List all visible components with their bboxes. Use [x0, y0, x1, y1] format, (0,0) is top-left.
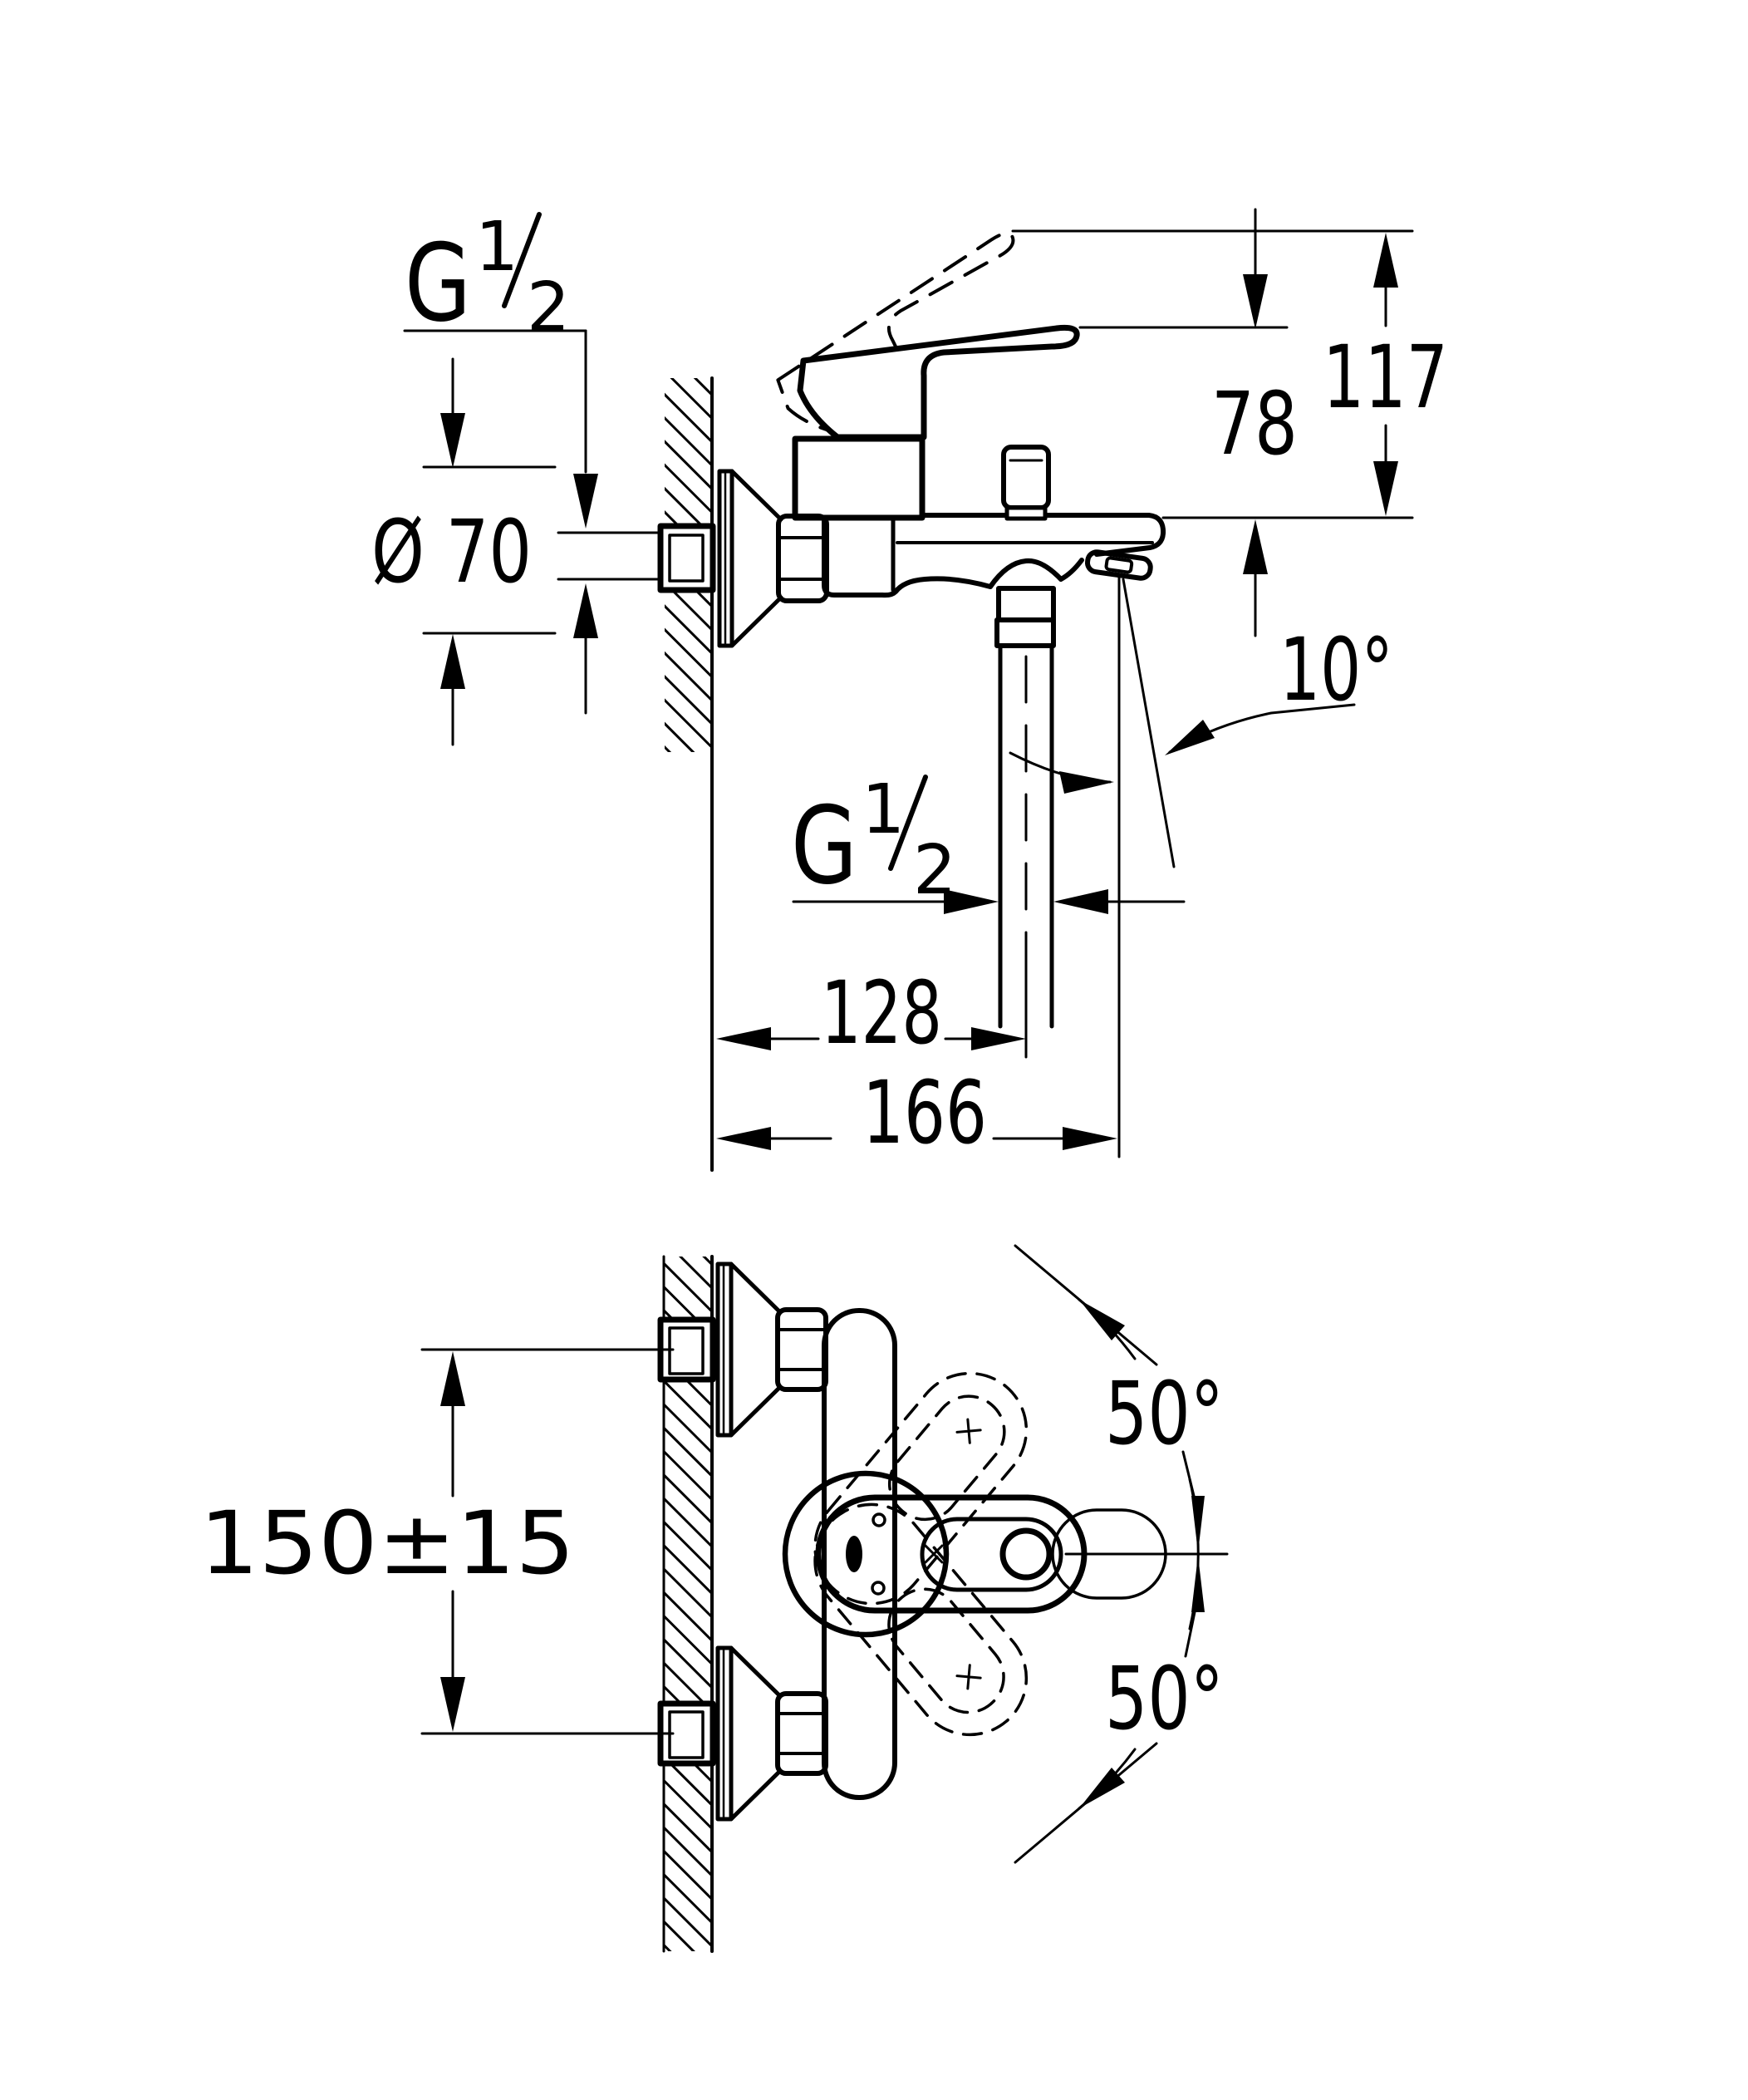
hose-thread-denominator: 2 — [913, 831, 956, 910]
slot-center-cross — [924, 1544, 944, 1564]
diverter-knob — [1001, 445, 1051, 510]
lever-handle-front — [797, 324, 1080, 440]
height-117-text: 117 — [1323, 327, 1448, 428]
dimension-117: 117 — [1323, 233, 1448, 516]
lever-slot — [920, 1517, 1063, 1592]
handle-knob-circle — [782, 1470, 950, 1638]
knob-screw-bottom — [871, 1581, 886, 1596]
hose-connector — [996, 586, 1056, 622]
dimension-hole-spacing: 150±15 — [199, 1348, 675, 1735]
knob-screw-top — [872, 1512, 886, 1527]
dimension-166: 166 — [716, 1062, 1117, 1163]
front-view: G 1 2 Ø 70 78 117 — [371, 208, 1448, 1172]
dimension-escutcheon-diameter: Ø 70 — [371, 357, 557, 746]
escutcheon-cone-front — [729, 469, 783, 648]
wall-to-hose-text: 128 — [821, 962, 942, 1064]
mount-bottom — [657, 1645, 828, 1822]
dimension-128: 128 — [716, 954, 1028, 1064]
knob-indicator-dot — [846, 1536, 862, 1572]
wall-thread-fraction-slash — [502, 212, 542, 308]
wall-thread-letter: G — [405, 222, 471, 346]
hose-connector-nut — [994, 617, 1056, 648]
top-view: 50° 50° 150±15 — [199, 1244, 1229, 1953]
phantom-cross-up — [955, 1418, 982, 1444]
lever-slot-circle — [999, 1527, 1053, 1581]
swing-upper-text: 50° — [1105, 1363, 1224, 1464]
hex-nut-front — [776, 514, 829, 603]
body-tube-plan — [822, 1308, 897, 1800]
wall-to-outlet-text: 166 — [862, 1062, 987, 1163]
phantom-raised-lever — [776, 231, 1015, 435]
hose-thread-fraction-slash — [888, 775, 928, 871]
body-underside — [822, 517, 1084, 598]
hole-spacing-text: 150±15 — [199, 1493, 575, 1594]
inlet-fitting-inner — [668, 534, 705, 583]
hose-thread-numerator: 1 — [862, 770, 905, 849]
dimension-hose-thread: G 1 2 — [791, 770, 1186, 914]
dimension-78: 78 — [1211, 208, 1298, 637]
dimension-spout-angle: 10° — [1009, 575, 1393, 1158]
dimension-swing-angle: 50° 50° — [1014, 1244, 1229, 1864]
height-78-text: 78 — [1211, 373, 1298, 475]
diverter-knob-collar — [1004, 505, 1048, 521]
phantom-cross-down — [955, 1664, 982, 1690]
spout-angle-text: 10° — [1279, 619, 1393, 720]
swing-lower-text: 50° — [1105, 1648, 1224, 1749]
escutcheon-diameter-text: Ø 70 — [371, 501, 532, 602]
dimension-wall-thread: G 1 2 — [403, 208, 664, 715]
cartridge-housing — [792, 435, 926, 521]
wall-thread-denominator: 2 — [527, 268, 570, 347]
aerator-outlet — [1084, 549, 1153, 581]
spout-bar — [920, 513, 1166, 557]
hose-thread-letter: G — [791, 784, 857, 908]
wall-thread-numerator: 1 — [475, 208, 518, 287]
